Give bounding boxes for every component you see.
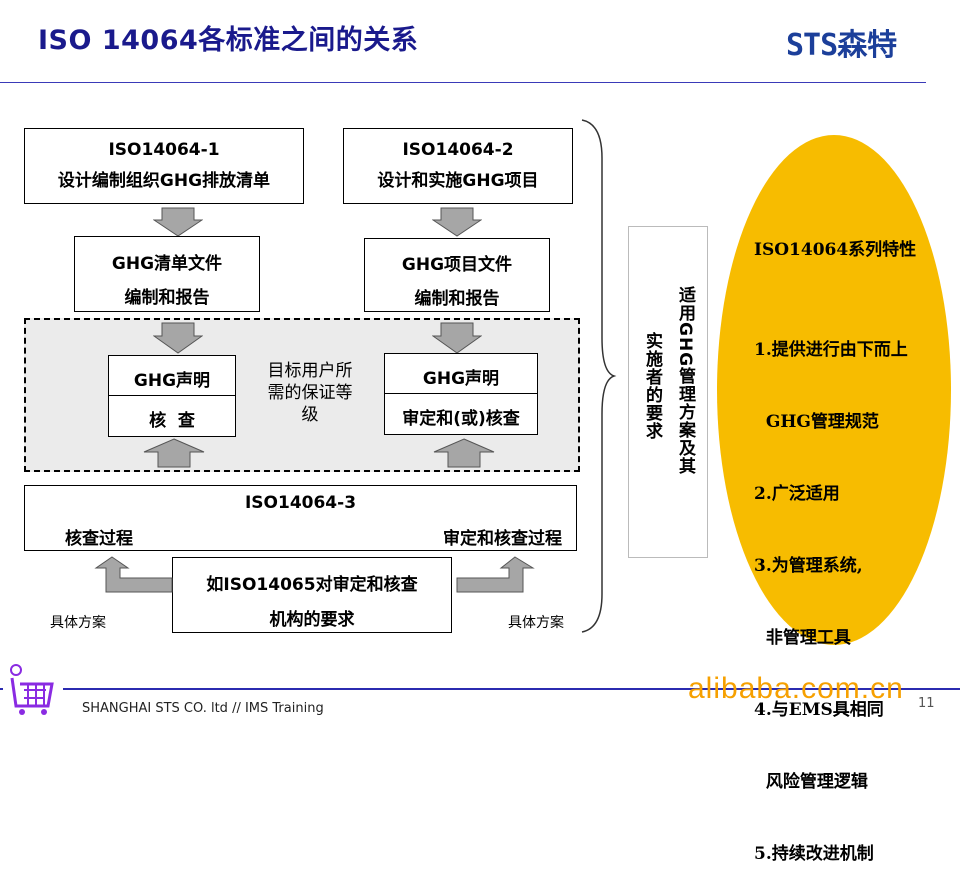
iso14064-3-title: ISO14064-3 (244, 493, 357, 513)
cart-logo-icon (3, 657, 63, 717)
vertical-text-panel (628, 226, 708, 558)
iso14065-line1: 如ISO14065对审定和核查 (206, 575, 418, 595)
feature-item: 2.广泛适用 (754, 484, 840, 504)
feature-item: 5.持续改进机制 (754, 844, 874, 864)
applicable-scheme-text: 适用GHG管理方案及其 (675, 286, 695, 476)
features-heading: ISO14064系列特性 (754, 240, 917, 260)
inventory-doc-title: GHG清单文件 (111, 254, 223, 274)
arrow-down-icon (153, 207, 203, 237)
right-scheme-label: 具体方案 (508, 615, 564, 631)
iso14064-2-title: ISO14064-2 (402, 140, 514, 160)
claim-right-action: 审定和(或)核查 (402, 409, 520, 429)
inventory-doc-box: GHG清单文件 编制和报告 (74, 236, 260, 312)
watermark: alibaba.com.cn (688, 672, 904, 705)
brace-icon (581, 119, 617, 633)
project-doc-desc: 编制和报告 (414, 289, 500, 309)
verification-process: 核查过程 (65, 529, 133, 549)
footer-company: SHANGHAI STS CO. ltd // IMS Training (82, 701, 324, 716)
assurance-level-text: 目标用户所 需的保证等 级 (252, 360, 368, 426)
feature-item: 风险管理逻辑 (754, 772, 868, 792)
ghg-claim-validation-box: GHG声明 审定和(或)核查 (384, 353, 538, 435)
iso14064-1-title: ISO14064-1 (108, 140, 220, 160)
assurance-line: 目标用户所 (267, 361, 353, 381)
features-ellipse (717, 135, 951, 645)
claim-left-action: 核 查 (149, 411, 195, 431)
features-list: 1.提供进行由下而上 GHG管理规范 2.广泛适用 3.为管理系统, 非管理工具… (754, 290, 908, 890)
feature-item: 1.提供进行由下而上 (754, 340, 908, 360)
iso14064-1-desc: 设计编制组织GHG排放清单 (57, 171, 271, 191)
feature-item: 非管理工具 (754, 628, 851, 648)
bent-arrow-up-left-icon (94, 556, 173, 593)
bent-arrow-up-right-icon (456, 556, 535, 593)
assurance-line: 级 (301, 405, 319, 425)
arrow-down-icon (153, 322, 203, 354)
implementer-requirement-text: 实施者的要求 (642, 332, 662, 440)
iso14065-box: 如ISO14065对审定和核查 机构的要求 (172, 557, 452, 633)
feature-item: GHG管理规范 (754, 412, 879, 432)
claim-left-title: GHG声明 (133, 371, 211, 391)
assurance-line: 需的保证等 (267, 383, 353, 403)
feature-item: 4.与EMS具相同 (754, 700, 884, 720)
iso14064-3-box: ISO14064-3 核查过程 审定和核查过程 (24, 485, 577, 551)
iso14065-line2: 机构的要求 (269, 610, 355, 630)
iso14064-2-box: ISO14064-2 设计和实施GHG项目 (343, 128, 573, 204)
page-number: 11 (918, 696, 935, 711)
project-doc-box: GHG项目文件 编制和报告 (364, 238, 550, 312)
validation-verification-process: 审定和核查过程 (443, 529, 562, 549)
feature-item: 3.为管理系统, (754, 556, 863, 576)
logo-chinese: 森特 (837, 28, 898, 63)
page-title: ISO 14064各标准之间的关系 (38, 25, 419, 56)
arrow-down-icon (432, 322, 482, 354)
header-rule (0, 82, 926, 83)
logo-latin: STS (786, 28, 838, 63)
arrow-up-icon (433, 438, 495, 468)
project-doc-title: GHG项目文件 (401, 255, 513, 275)
ghg-claim-verification-box: GHG声明 核 查 (108, 355, 236, 437)
inventory-doc-desc: 编制和报告 (124, 288, 210, 308)
claim-right-title: GHG声明 (422, 369, 500, 389)
iso14064-1-box: ISO14064-1 设计编制组织GHG排放清单 (24, 128, 304, 204)
footer-rule (0, 688, 960, 690)
iso14064-2-desc: 设计和实施GHG项目 (377, 171, 539, 191)
sts-logo: STS森特 (786, 20, 897, 63)
arrow-down-icon (432, 207, 482, 237)
left-scheme-label: 具体方案 (50, 615, 106, 631)
arrow-up-icon (143, 438, 205, 468)
